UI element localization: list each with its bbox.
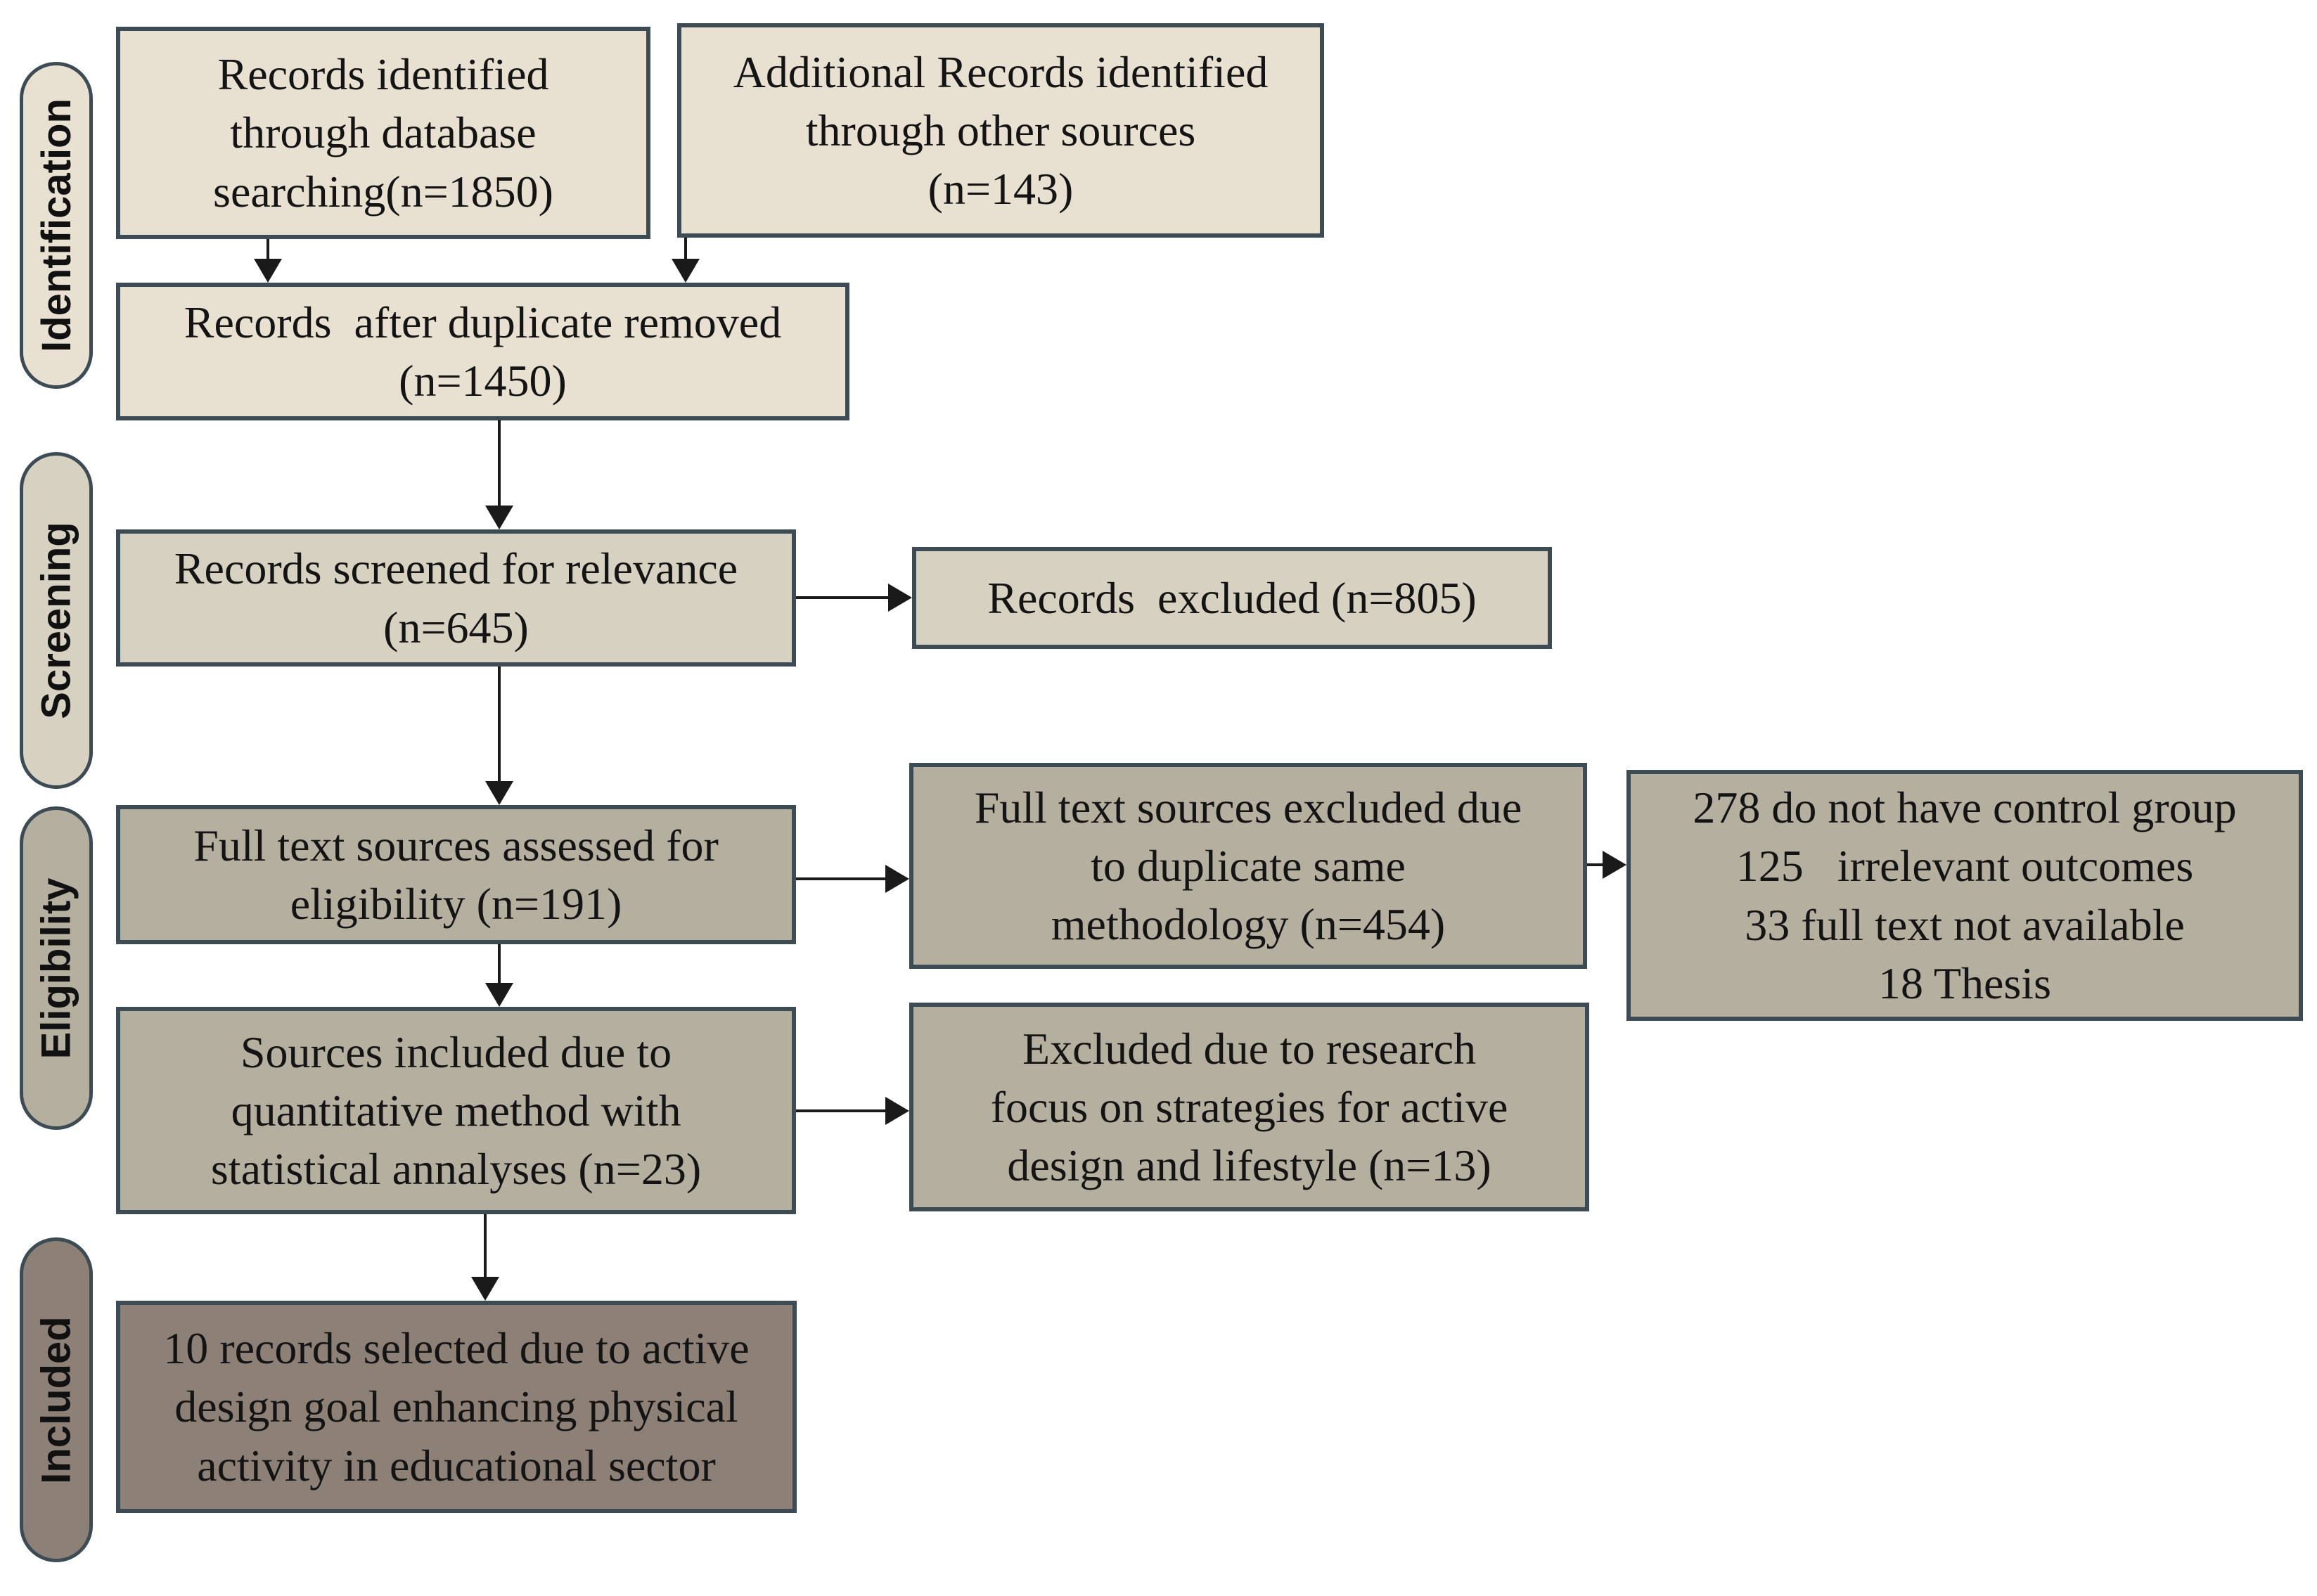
box-text: Excluded due to research focus on strate…: [990, 1023, 1508, 1191]
arrow-fulltext-to-quantitative-head: [485, 983, 513, 1007]
box-text: Additional Records identified through ot…: [733, 46, 1269, 214]
stage-pill-screening: Screening: [20, 452, 93, 789]
box-quantitative-included: Sources included due to quantitative met…: [116, 1007, 796, 1214]
stage-label-screening: Screening: [33, 522, 79, 719]
box-exclusion-reasons: 278 do not have control group 125 irrele…: [1626, 770, 2303, 1021]
box-text: Records after duplicate removed (n=1450): [184, 297, 782, 406]
box-fulltext-excluded: Full text sources excluded due to duplic…: [909, 763, 1587, 969]
box-duplicates-removed: Records after duplicate removed (n=1450): [116, 283, 849, 420]
arrow-fulltext-to-quantitative-line: [498, 944, 501, 983]
box-text: Full text sources assessed for eligibili…: [193, 820, 719, 929]
arrow-other-to-duplicates-line: [684, 238, 687, 260]
box-text: Records identified through database sear…: [213, 49, 553, 217]
stage-pill-identification: Identification: [20, 62, 93, 389]
arrow-quantitative-to-final-line: [484, 1214, 487, 1277]
arrow-fulltext-to-excluded-line: [796, 877, 885, 880]
arrow-screened-to-fulltext-head: [485, 781, 513, 805]
box-final-included: 10 records selected due to active design…: [116, 1301, 797, 1513]
arrow-screened-to-fulltext-line: [498, 667, 501, 781]
arrow-screened-to-excluded-head: [888, 584, 912, 612]
arrow-quantitative-to-final-head: [471, 1277, 499, 1301]
arrow-other-to-duplicates-head: [672, 259, 700, 283]
box-records-identified-database: Records identified through database sear…: [116, 27, 650, 239]
box-text: Records excluded (n=805): [987, 572, 1477, 623]
box-text: 278 do not have control group 125 irrele…: [1693, 783, 2237, 1008]
stage-pill-included: Included: [20, 1237, 93, 1562]
arrow-excluded-to-reasons-head: [1603, 851, 1626, 879]
arrow-screened-to-excluded-line: [796, 596, 888, 599]
arrow-db-to-duplicates-head: [254, 259, 282, 283]
box-text: 10 records selected due to active design…: [163, 1323, 750, 1491]
box-records-identified-other-sources: Additional Records identified through ot…: [677, 23, 1324, 238]
box-text: Full text sources excluded due to duplic…: [974, 782, 1522, 950]
stage-label-identification: Identification: [33, 98, 79, 352]
arrow-duplicates-to-screened-head: [485, 506, 513, 529]
arrow-quantitative-to-focus-line: [796, 1109, 885, 1112]
stage-pill-eligibility: Eligibility: [20, 806, 93, 1130]
arrow-excluded-to-reasons-line: [1587, 863, 1603, 866]
box-fulltext-assessed: Full text sources assessed for eligibili…: [116, 805, 796, 944]
box-records-excluded: Records excluded (n=805): [912, 547, 1552, 649]
stage-label-included: Included: [33, 1315, 79, 1484]
arrow-duplicates-to-screened-line: [498, 420, 501, 506]
arrow-fulltext-to-excluded-head: [885, 865, 909, 893]
box-text: Sources included due to quantitative met…: [210, 1027, 702, 1195]
stage-label-eligibility: Eligibility: [33, 877, 79, 1059]
arrow-quantitative-to-focus-head: [885, 1097, 909, 1125]
box-excluded-research-focus: Excluded due to research focus on strate…: [909, 1003, 1589, 1211]
box-text: Records screened for relevance (n=645): [174, 543, 738, 652]
box-records-screened: Records screened for relevance (n=645): [116, 529, 796, 667]
arrow-db-to-duplicates-line: [267, 239, 269, 260]
